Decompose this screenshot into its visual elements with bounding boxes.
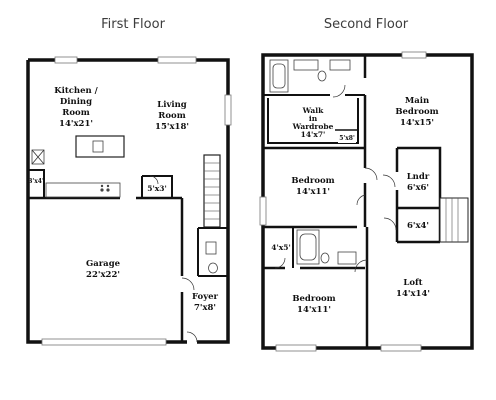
garage-dim: 22'x22'	[86, 270, 120, 280]
loft-dim: 14'x14'	[396, 289, 430, 299]
living-label-2: Room	[158, 111, 185, 121]
toilet-icon	[317, 70, 327, 82]
sink-icon	[337, 251, 357, 265]
toilet-icon	[320, 252, 330, 264]
closet-4x5-dim: 4'x5'	[271, 243, 291, 252]
bedroom-top-label: Bedroom	[291, 176, 334, 186]
window	[275, 344, 317, 352]
closet-5x8-dim: 5'x8'	[339, 135, 355, 142]
pantry-3x4-dim: 3'x4'	[28, 178, 44, 185]
toilet-icon	[208, 262, 218, 274]
second-floor-title: Second Floor	[324, 17, 409, 32]
first-floor-plan: Kitchen / Dining Room 14'x21' Living Roo…	[26, 56, 232, 346]
window	[54, 56, 78, 64]
garage-door	[41, 338, 167, 346]
window	[380, 344, 422, 352]
main-bedroom-label-1: Main	[405, 96, 429, 106]
wardrobe-label-1: Walk	[302, 106, 324, 115]
second-floor-plan: Walk in Wardrobe 14'x7' 5'x8' Main Bedro…	[259, 51, 474, 352]
wardrobe-dim: 14'x7'	[301, 130, 326, 139]
bedroom-top-dim: 14'x11'	[296, 187, 330, 197]
sink-icon	[329, 59, 351, 71]
living-dim: 15'x18'	[155, 122, 189, 132]
window	[157, 56, 197, 64]
main-bedroom-label-2: Bedroom	[395, 107, 438, 117]
bedroom-bottom-dim: 14'x11'	[297, 305, 331, 315]
first-floor-title: First Floor	[101, 17, 165, 32]
laundry-dim: 6'x6'	[407, 183, 429, 193]
kitchen-label-1: Kitchen /	[54, 86, 98, 96]
main-bedroom-dim: 14'x15'	[400, 118, 434, 128]
garage-label: Garage	[86, 259, 121, 269]
foyer-label: Foyer	[192, 292, 219, 302]
bedroom-bottom-label: Bedroom	[292, 294, 335, 304]
loft-label: Loft	[403, 278, 422, 288]
kitchen-dim: 14'x21'	[59, 119, 93, 129]
closet-5x3-dim: 5'x3'	[147, 184, 167, 193]
foyer-dim: 7'x8'	[194, 303, 216, 313]
window	[224, 94, 232, 126]
window	[259, 196, 267, 226]
closet-6x4-dim: 6'x4'	[407, 221, 429, 231]
living-label-1: Living	[157, 100, 187, 110]
wardrobe-label-3: Wardrobe	[292, 122, 334, 131]
kitchen-label-2: Dining	[60, 97, 92, 107]
vanity-icon	[293, 59, 319, 71]
kitchen-label-3: Room	[62, 108, 89, 118]
window	[401, 51, 427, 59]
sink-icon	[205, 241, 217, 255]
stairs	[439, 197, 469, 243]
laundry-label: Lndr	[407, 172, 430, 182]
stairs	[203, 154, 221, 228]
wardrobe-label-2: in	[309, 114, 318, 123]
sink-icon	[92, 140, 104, 153]
